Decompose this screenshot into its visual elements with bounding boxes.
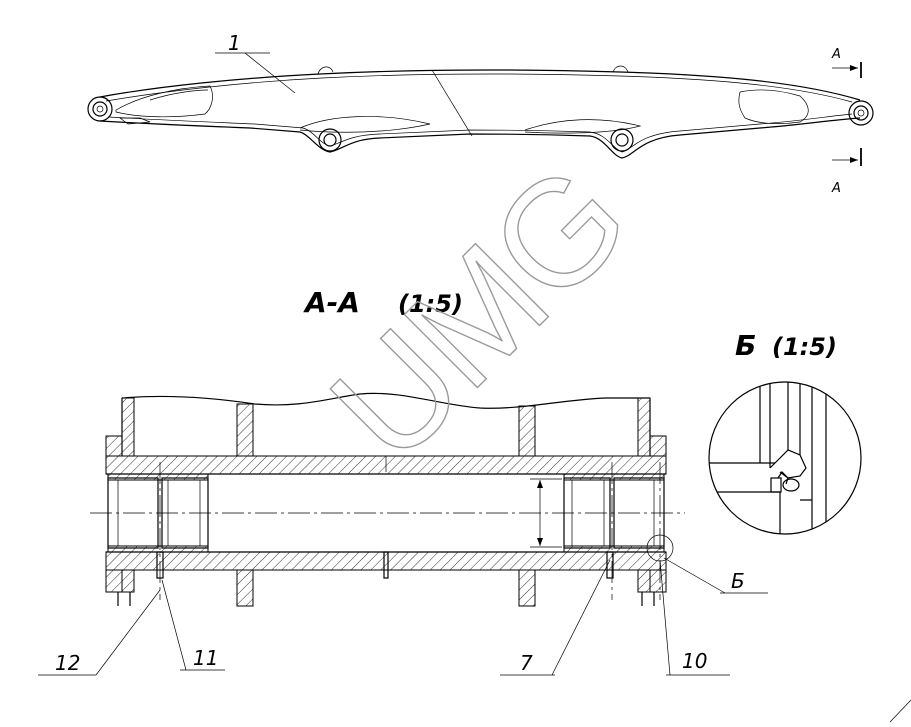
detail-view-title: Б — [735, 329, 756, 362]
callout-label-detail-b: Б — [731, 569, 745, 593]
callout-label-11: 11 — [193, 646, 218, 670]
section-a-a-view — [90, 392, 685, 607]
detail-b-view: Б — [663, 381, 862, 594]
section-view-title: A-A — [303, 286, 360, 319]
section-marker-bottom-label: A — [831, 181, 841, 196]
callout-label-10: 10 — [682, 649, 707, 673]
callout-label-7: 7 — [520, 651, 533, 675]
callout-label-12: 12 — [55, 651, 80, 675]
beam-top-view — [87, 65, 874, 159]
callout-label-1: 1 — [228, 31, 241, 55]
section-marker: A A — [831, 47, 862, 196]
callout-part-11: 11 — [161, 579, 225, 671]
callout-part-10: 10 — [659, 559, 730, 676]
callout-part-7: 7 — [500, 559, 611, 676]
callout-part-12: 12 — [38, 589, 161, 676]
section-view-scale: (1:5) — [398, 290, 463, 318]
section-marker-top-label: A — [831, 47, 841, 62]
detail-view-scale: (1:5) — [772, 333, 837, 361]
callout-part-1: 1 — [215, 31, 296, 94]
